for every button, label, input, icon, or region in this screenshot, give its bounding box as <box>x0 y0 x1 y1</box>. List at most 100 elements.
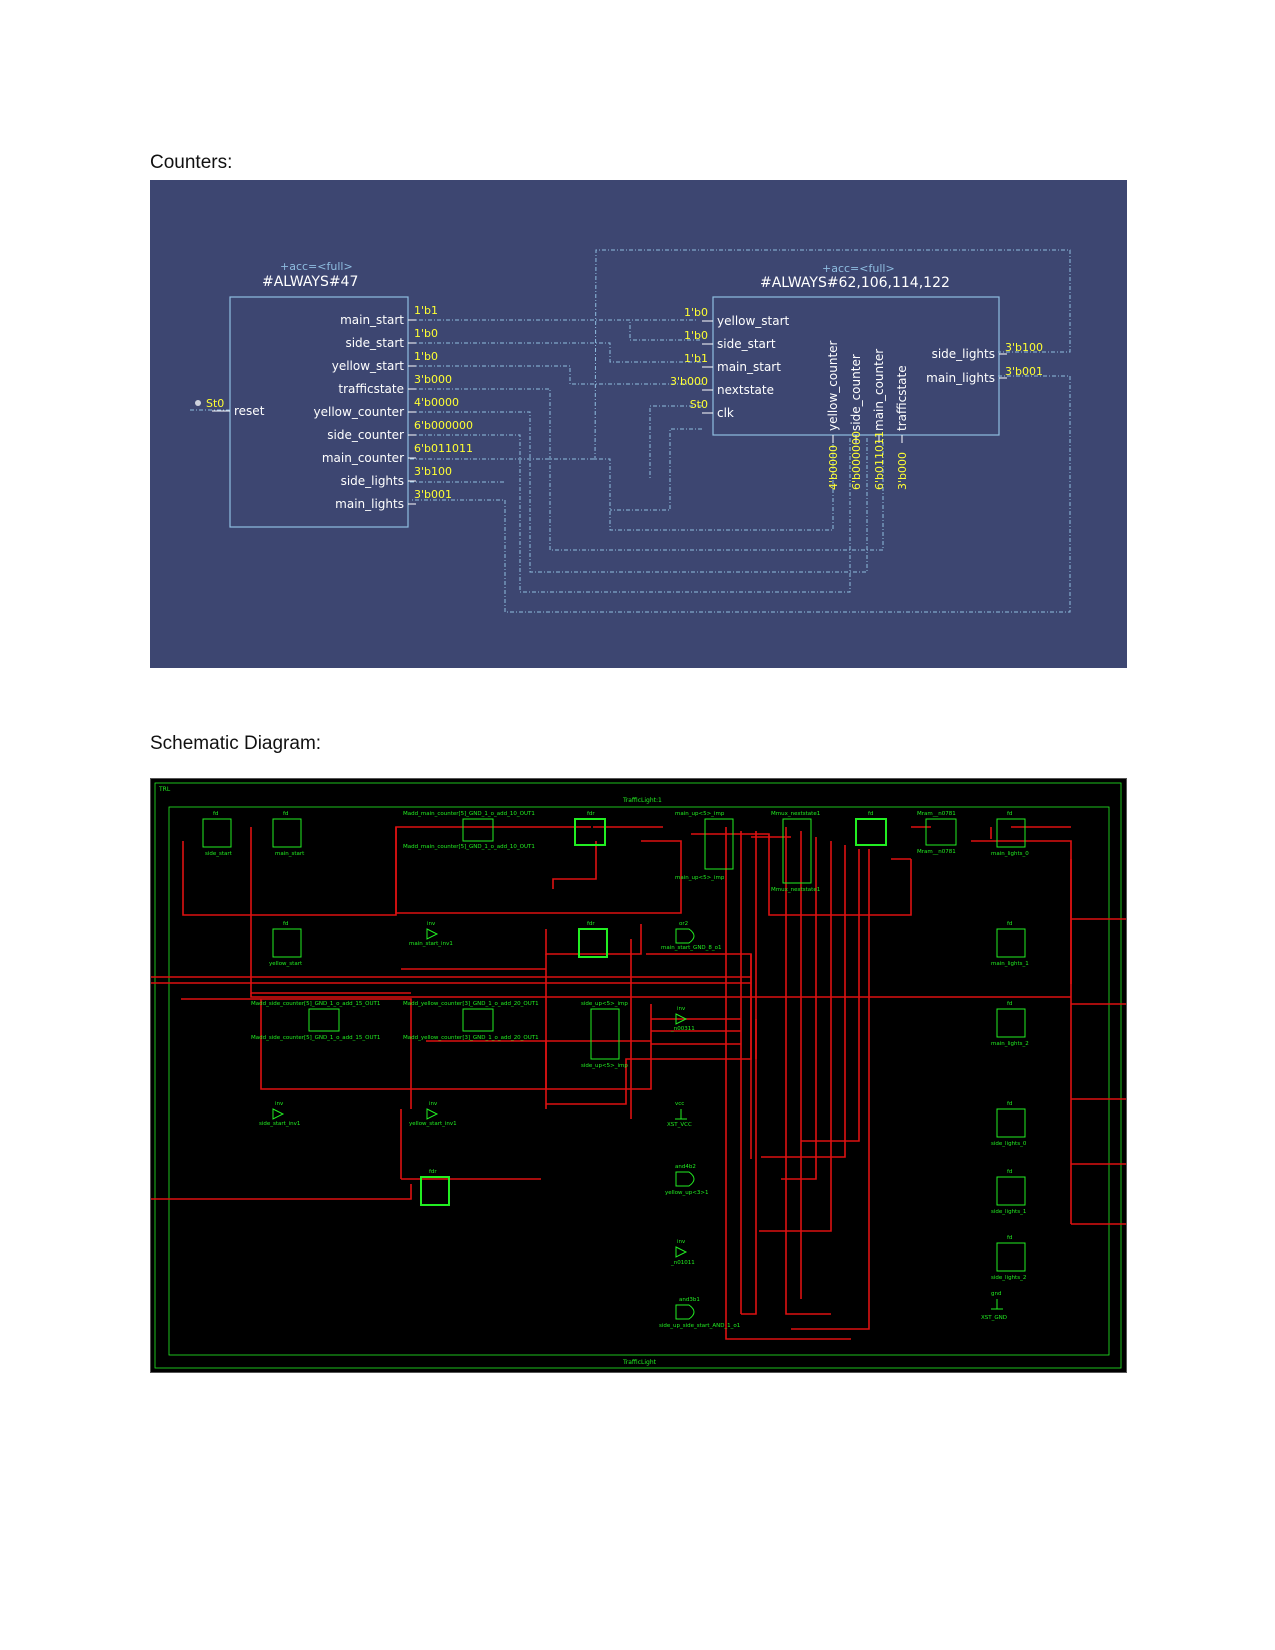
block1-value-2: 1'b0 <box>414 350 438 363</box>
frame-title-top: TrafficLight:1 <box>622 797 662 804</box>
block1-tag: +acc=<full> <box>280 260 353 273</box>
block2-bottom-trafficstate: trafficstate <box>895 365 909 431</box>
block1-port-trafficstate: trafficstate <box>338 382 404 396</box>
yellow-up-label: yellow_up<3>1 <box>665 1190 709 1196</box>
mram-bottom: Mram__n0781 <box>917 849 956 855</box>
fd-yellow-label: fd <box>283 921 288 927</box>
reset-port: reset <box>234 404 265 418</box>
block1-title: #ALWAYS#47 <box>262 274 358 290</box>
fd-right5-label: fd <box>1007 1169 1012 1175</box>
main-up-bottom: main_up<5>_imp <box>675 875 725 881</box>
madd-yellow-bottom: Madd_yellow_counter[3]_GND_1_o_add_20_OU… <box>403 1035 539 1041</box>
block2-bottom-value-3: 3'b000 <box>896 452 909 490</box>
block2-input-value-3: 3'b000 <box>670 375 708 388</box>
xst-gnd-label: XST_GND <box>981 1315 1007 1321</box>
fd-right2-label: fd <box>1007 921 1012 927</box>
block1-port-main_lights: main_lights <box>335 497 404 511</box>
side-up-top: side_up<5>_imp <box>581 1001 628 1007</box>
xst-vcc-label: XST_VCC <box>667 1122 692 1128</box>
side-start-label: side_start <box>205 851 233 857</box>
or2-output-label: main_start_GND_8_o1 <box>661 945 722 951</box>
block2-output-value-1: 3'b001 <box>1005 365 1043 378</box>
block1-port-main_counter: main_counter <box>322 451 404 465</box>
main-lights-0-label: main_lights_0 <box>991 851 1029 857</box>
inv-4-label: inv <box>429 1101 438 1107</box>
yellow-start-label: yellow_start <box>269 961 303 967</box>
block2-bottom-ports: yellow_counter 4'b0000 side_counter6'b0000… <box>826 340 909 490</box>
side-start-inv1-label: side_start_inv1 <box>259 1121 300 1127</box>
fd-right1-label: fd <box>1007 811 1012 817</box>
inv-3-label: inv <box>275 1101 284 1107</box>
mram-top: Mram__n0781 <box>917 811 956 817</box>
fd-right4-label: fd <box>1007 1101 1012 1107</box>
block1-port-side_lights: side_lights <box>341 474 404 488</box>
block1-value-5: 6'b000000 <box>414 419 473 432</box>
block1-ports: main_startside_startyellow_starttraffics… <box>314 313 416 511</box>
main-start-inv1-label: main_start_inv1 <box>409 941 453 947</box>
side-up-bottom: side_up<5>_imp <box>581 1063 628 1069</box>
block2-bottom-value-1: 6'b000000 <box>850 431 863 490</box>
block2-input-value-4: St0 <box>690 398 708 411</box>
block2-input-main_start: main_start <box>717 360 781 374</box>
side-lights-1-label: side_lights_1 <box>991 1209 1026 1215</box>
block2-input-value-1: 1'b0 <box>684 329 708 342</box>
schematic-figure: TRL TrafficLight:1 TrafficLight <box>150 778 1127 1373</box>
inv-1-label: inv <box>427 921 436 927</box>
fd-right3-label: fd <box>1007 1001 1012 1007</box>
block1-value-3: 3'b000 <box>414 373 452 386</box>
inv-2-label: inv <box>677 1006 686 1012</box>
side-lights-0-label: side_lights_0 <box>991 1141 1027 1147</box>
block2-bottom-value-2: 6'b011011 <box>873 431 886 490</box>
vcc-label: vcc <box>675 1101 684 1107</box>
block2-input-nextstate: nextstate <box>717 383 774 397</box>
block2-bottom-value-0: 4'b0000 <box>827 445 840 490</box>
fd-main-label: fd <box>283 811 288 817</box>
block2-input-yellow_start: yellow_start <box>717 314 790 328</box>
corner-label: TRL <box>158 786 171 793</box>
or2-label: or2 <box>679 921 688 927</box>
counters-heading: Counters: <box>150 152 233 173</box>
block1-port-main_start: main_start <box>340 313 404 327</box>
frame-title-bottom: TrafficLight <box>622 1359 657 1366</box>
main-lights-2-label: main_lights_2 <box>991 1041 1029 1047</box>
n0031-label: _n00311 <box>670 1026 695 1032</box>
block2-title: #ALWAYS#62,106,114,122 <box>760 275 950 291</box>
block2-bottom-main_counter: main_counter <box>872 349 886 431</box>
block2-bottom-yellow_counter: yellow_counter <box>826 340 840 431</box>
madd-main-top: Madd_main_counter[5]_GND_1_o_add_10_OUT1 <box>403 811 535 817</box>
fd-right6-label: fd <box>1007 1235 1012 1241</box>
madd-main-bottom: Madd_main_counter[5]_GND_1_o_add_10_OUT1 <box>403 844 535 850</box>
block1-values: 1'b11'b01'b03'b0004'b00006'b0000006'b011… <box>414 304 473 501</box>
block1-value-1: 1'b0 <box>414 327 438 340</box>
yellow-start-inv1-label: yellow_start_inv1 <box>409 1121 457 1127</box>
madd-side-bottom: Madd_side_counter[5]_GND_1_o_add_15_OUT1 <box>251 1035 380 1041</box>
reset-driver-dot <box>195 400 201 406</box>
block1-port-yellow_start: yellow_start <box>332 359 405 373</box>
and4b2-label: and4b2 <box>675 1164 696 1170</box>
fdr-3-label: fdr <box>429 1169 437 1175</box>
mmux-bottom: Mmux_nextstate1 <box>771 887 820 893</box>
gnd-label: gnd <box>991 1291 1001 1297</box>
block1-port-side_counter: side_counter <box>327 428 404 442</box>
block2-input-value-0: 1'b0 <box>684 306 708 319</box>
block1-value-0: 1'b1 <box>414 304 438 317</box>
fdr-1-label: fdr <box>587 811 595 817</box>
n0101-label: _n01011 <box>670 1260 695 1266</box>
block2-bottom-side_counter: side_counter <box>849 354 863 431</box>
and3b1-label: and3b1 <box>679 1297 700 1303</box>
block1-value-6: 6'b011011 <box>414 442 473 455</box>
inv-5-label: inv <box>677 1239 686 1245</box>
counters-simulation-figure: +acc=<full> #ALWAYS#47 St0 reset main_st… <box>150 180 1127 668</box>
block2-input-clk: clk <box>717 406 734 420</box>
block2-output-value-0: 3'b100 <box>1005 341 1043 354</box>
mmux-top: Mmux_nextstate1 <box>771 811 820 817</box>
side-lights-2-label: side_lights_2 <box>991 1275 1026 1281</box>
block1-port-yellow_counter: yellow_counter <box>314 405 405 419</box>
block2-input-value-2: 1'b1 <box>684 352 708 365</box>
reset-value: St0 <box>206 397 224 410</box>
madd-side-top: Madd_side_counter[5]_GND_1_o_add_15_OUT1 <box>251 1001 380 1007</box>
fd-side-label: fd <box>213 811 218 817</box>
block2-output-side_lights: side_lights <box>932 347 995 361</box>
block1-value-8: 3'b001 <box>414 488 452 501</box>
